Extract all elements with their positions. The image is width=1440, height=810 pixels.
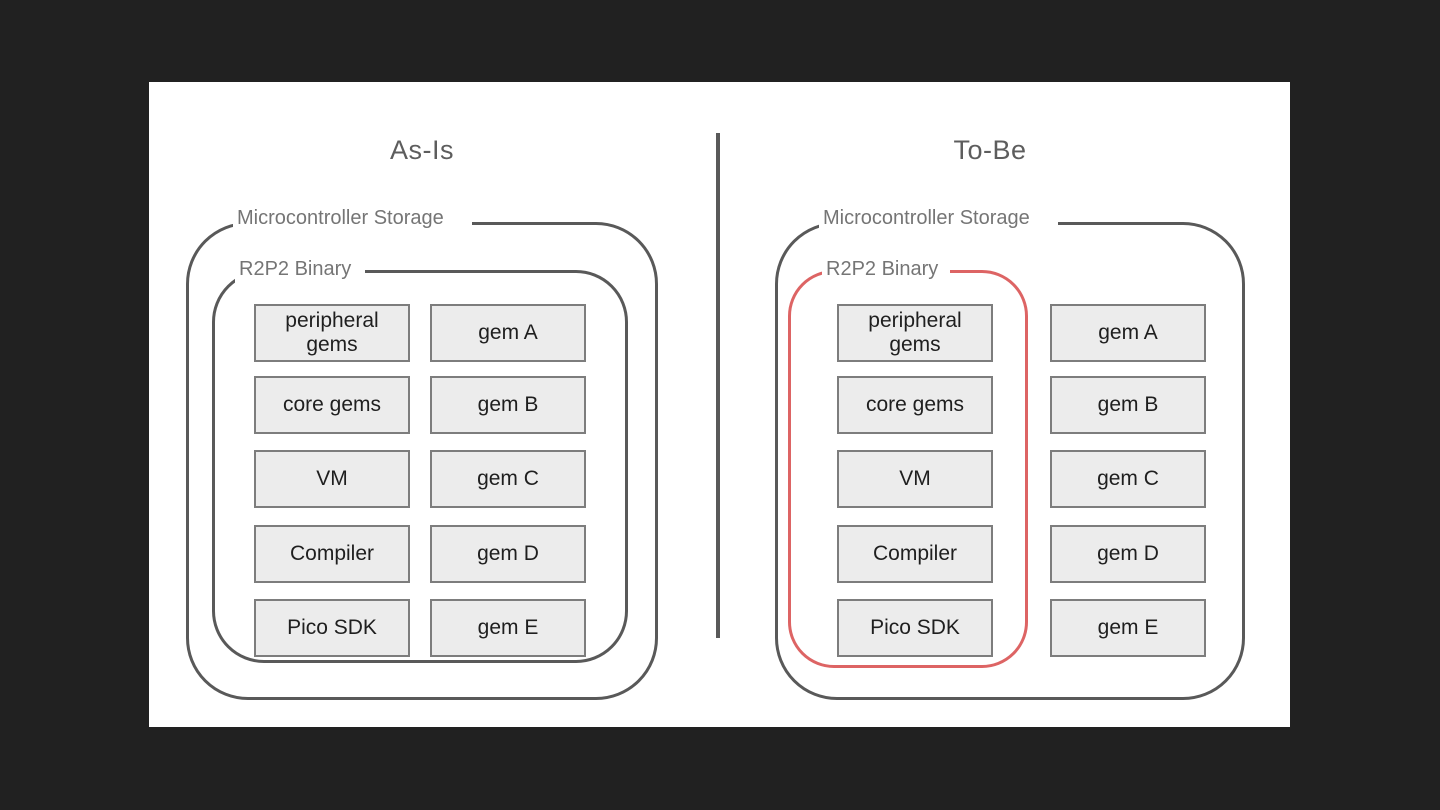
box-peripheral-gems: peripheral gems bbox=[254, 304, 410, 362]
as-is-storage-label: Microcontroller Storage bbox=[233, 204, 472, 232]
box-compiler: Compiler bbox=[254, 525, 410, 583]
box-gem-b: gem B bbox=[430, 376, 586, 434]
box-compiler: Compiler bbox=[837, 525, 993, 583]
box-core-gems: core gems bbox=[837, 376, 993, 434]
box-vm: VM bbox=[837, 450, 993, 508]
panel-divider bbox=[716, 133, 720, 638]
box-gem-a: gem A bbox=[430, 304, 586, 362]
to-be-binary-label: R2P2 Binary bbox=[822, 255, 951, 283]
box-gem-b: gem B bbox=[1050, 376, 1206, 434]
box-pico-sdk: Pico SDK bbox=[837, 599, 993, 657]
box-gem-c: gem C bbox=[430, 450, 586, 508]
box-gem-d: gem D bbox=[430, 525, 586, 583]
box-gem-a: gem A bbox=[1050, 304, 1206, 362]
box-pico-sdk: Pico SDK bbox=[254, 599, 410, 657]
box-vm: VM bbox=[254, 450, 410, 508]
to-be-storage-label: Microcontroller Storage bbox=[819, 204, 1058, 232]
as-is-binary-label: R2P2 Binary bbox=[235, 255, 366, 283]
box-gem-e: gem E bbox=[1050, 599, 1206, 657]
box-gem-d: gem D bbox=[1050, 525, 1206, 583]
box-gem-c: gem C bbox=[1050, 450, 1206, 508]
box-peripheral-gems: peripheral gems bbox=[837, 304, 993, 362]
box-core-gems: core gems bbox=[254, 376, 410, 434]
box-gem-e: gem E bbox=[430, 599, 586, 657]
slide-canvas: As-Is Microcontroller Storage R2P2 Binar… bbox=[149, 82, 1290, 727]
to-be-title: To-Be bbox=[953, 135, 1027, 165]
as-is-binary-container bbox=[212, 270, 628, 663]
as-is-title: As-Is bbox=[389, 135, 454, 165]
